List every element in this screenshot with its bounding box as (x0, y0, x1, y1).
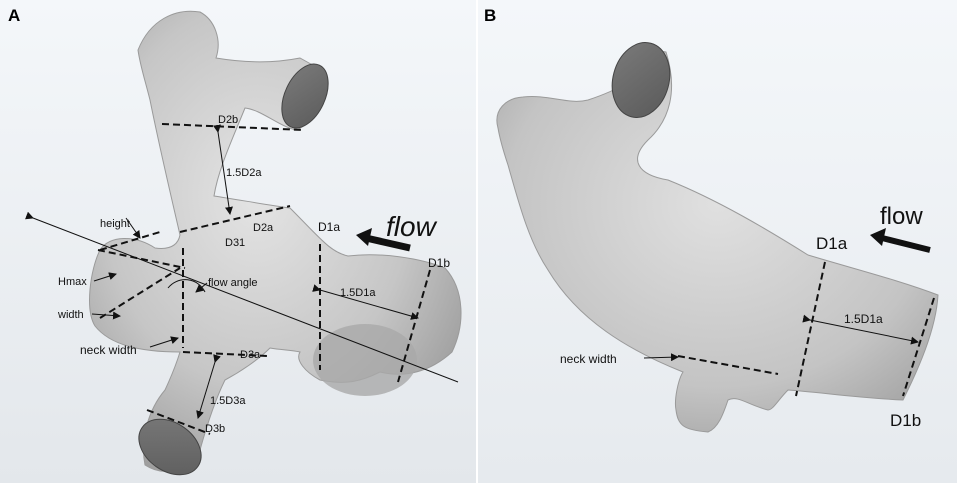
label-neck-width-b: neck width (560, 352, 617, 366)
label-d31: D31 (225, 237, 245, 249)
label-d2a: D2a (253, 222, 274, 234)
label-flow-angle: flow angle (208, 277, 258, 289)
top-outlet-cap (281, 63, 329, 129)
label-height: height (100, 218, 130, 230)
label-hmax: Hmax (58, 276, 87, 288)
panel-a-letter: A (8, 6, 21, 25)
measurement-lines-a (97, 123, 431, 435)
label-flow: flow (386, 211, 438, 242)
panel-a-drawing: D2b 1.5D2a D2a D31 D1a flow D1b height H… (0, 0, 476, 483)
flow-axis-line (25, 211, 459, 383)
label-1-5d1a: 1.5D1a (340, 287, 376, 299)
label-d1a: D1a (318, 220, 340, 234)
panel-b: flow D1a 1.5D1a neck width D1b B (478, 0, 957, 483)
panel-b-letter: B (484, 6, 497, 25)
label-1-5d1a-b: 1.5D1a (844, 312, 883, 326)
label-neck-width: neck width (80, 343, 137, 357)
label-d1b: D1b (428, 256, 450, 270)
label-d1b-b: D1b (890, 411, 921, 430)
label-d1a-b: D1a (816, 234, 848, 253)
label-width: width (57, 309, 84, 321)
flow-arrow-a (365, 234, 411, 252)
top-outlet-cap-b (611, 42, 671, 118)
label-1-5d2a: 1.5D2a (226, 167, 262, 179)
label-d3a: D3a (240, 349, 261, 361)
aneurysm-model-a (89, 10, 462, 476)
flow-arrow-b (881, 235, 931, 253)
measurement-arrows-b (643, 314, 919, 362)
label-d3b: D3b (205, 423, 225, 435)
label-1-5d3a: 1.5D3a (210, 395, 246, 407)
panel-b-drawing: flow D1a 1.5D1a neck width D1b (478, 0, 957, 483)
label-d2b: D2b (218, 114, 238, 126)
panel-a: D2b 1.5D2a D2a D31 D1a flow D1b height H… (0, 0, 476, 483)
measurement-arrows-a (91, 124, 419, 419)
label-flow-b: flow (880, 203, 923, 230)
bottom-outlet-cap (138, 418, 202, 476)
